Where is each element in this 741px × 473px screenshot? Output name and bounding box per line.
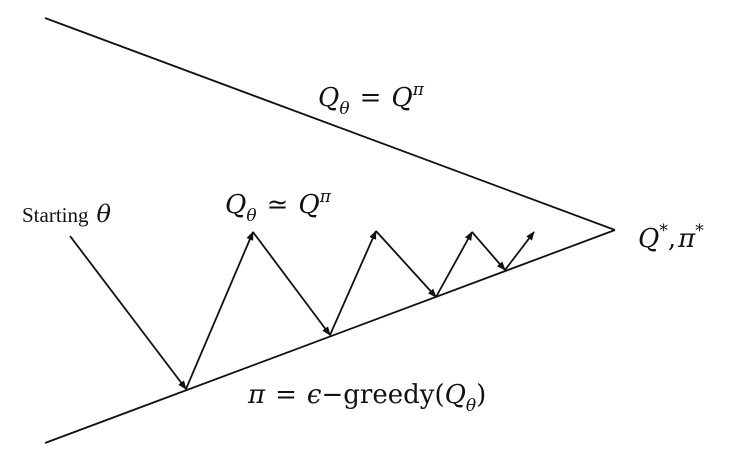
zigzag-arrow-1-down — [252, 231, 331, 336]
label-approx: Qθ≃Qπ — [225, 187, 332, 226]
zigzag-arrow-2-down — [375, 230, 437, 298]
svg-text:Qθ≃Qπ: Qθ≃Qπ — [225, 187, 332, 226]
label-bottom-line: π=ϵ−greedy(Qθ) — [247, 380, 486, 416]
zigzag-arrow-3-up — [435, 231, 473, 298]
zigzag-arrow-3-down — [471, 231, 506, 271]
zigzag-arrow-2-up — [329, 230, 377, 336]
svg-text:Qθ=Qπ: Qθ=Qπ — [318, 80, 425, 119]
zigzag-arrow-4-up — [504, 231, 535, 271]
label-top-line: Qθ=Qπ — [318, 80, 425, 119]
start-arrow — [69, 235, 187, 390]
lower-boundary-line — [44, 229, 616, 444]
label-optimum: Q*,π* — [638, 221, 704, 254]
zigzag-arrow-1-up — [185, 231, 254, 390]
upper-boundary-line — [44, 17, 616, 231]
svg-text:π=ϵ−greedy(Qθ): π=ϵ−greedy(Qθ) — [247, 380, 486, 416]
svg-text:Q*,π*: Q*,π* — [638, 221, 704, 254]
